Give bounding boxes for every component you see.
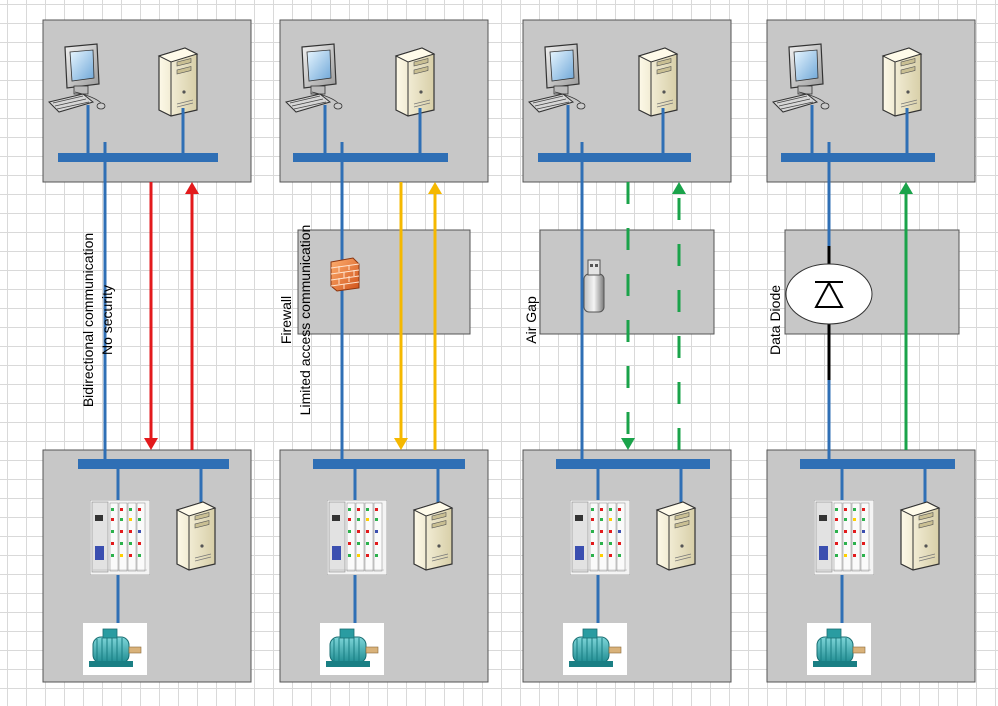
arrow-head-icon: [899, 182, 913, 194]
field-server-icon: [176, 501, 216, 571]
server-icon: [395, 47, 435, 117]
plc-icon: [90, 500, 150, 575]
plc-icon: [570, 500, 630, 575]
motor-icon: [563, 623, 627, 675]
column-label: Data Diode: [767, 285, 783, 355]
motor-icon: [807, 623, 871, 675]
arrow-head-icon: [394, 438, 408, 450]
label-line: Data Diode: [767, 285, 783, 355]
diode-circle: [785, 263, 873, 325]
server-icon: [882, 47, 922, 117]
plc-icon: [814, 500, 874, 575]
network-bus-bottom: [556, 459, 710, 469]
arrow-down: [621, 182, 635, 450]
boundary-device-panel: [297, 229, 471, 335]
label-line: Limited access communication: [297, 225, 313, 416]
arrow-head-icon: [144, 438, 158, 450]
network-bus-bottom: [78, 459, 229, 469]
server-icon: [158, 47, 198, 117]
arrow-head-icon: [621, 438, 635, 450]
network-bus-top: [293, 153, 448, 162]
arrow-up: [428, 182, 442, 450]
arrow-up: [672, 182, 686, 450]
column-label: Air Gap: [523, 296, 539, 344]
arrow-up: [185, 182, 199, 450]
field-server-icon: [656, 501, 696, 571]
arrow-head-icon: [672, 182, 686, 194]
column-data-diode: Data Diode: [766, 19, 976, 683]
arrow-up: [899, 182, 913, 450]
motor-icon: [83, 623, 147, 675]
network-bus-top: [58, 153, 218, 162]
diode-triangle: [814, 280, 844, 308]
field-server-icon: [900, 501, 940, 571]
label-line: Firewall: [278, 296, 294, 344]
arrow-down: [144, 182, 158, 450]
arrow-head-icon: [185, 182, 199, 194]
arrow-head-icon: [428, 182, 442, 194]
label-line: No security: [99, 285, 115, 355]
label-line: Air Gap: [523, 296, 539, 344]
diode-icon: [785, 263, 873, 325]
arrow-down: [394, 182, 408, 450]
network-bus-bottom: [800, 459, 955, 469]
firewall-icon: [330, 257, 360, 292]
label-line: Bidirectional communication: [80, 233, 96, 407]
motor-icon: [320, 623, 384, 675]
field-server-icon: [413, 501, 453, 571]
plc-icon: [327, 500, 387, 575]
server-icon: [638, 47, 678, 117]
column-air-gap: Air Gap: [522, 19, 732, 683]
network-bus-top: [538, 153, 691, 162]
network-bus-top: [781, 153, 935, 162]
network-bus-bottom: [313, 459, 465, 469]
